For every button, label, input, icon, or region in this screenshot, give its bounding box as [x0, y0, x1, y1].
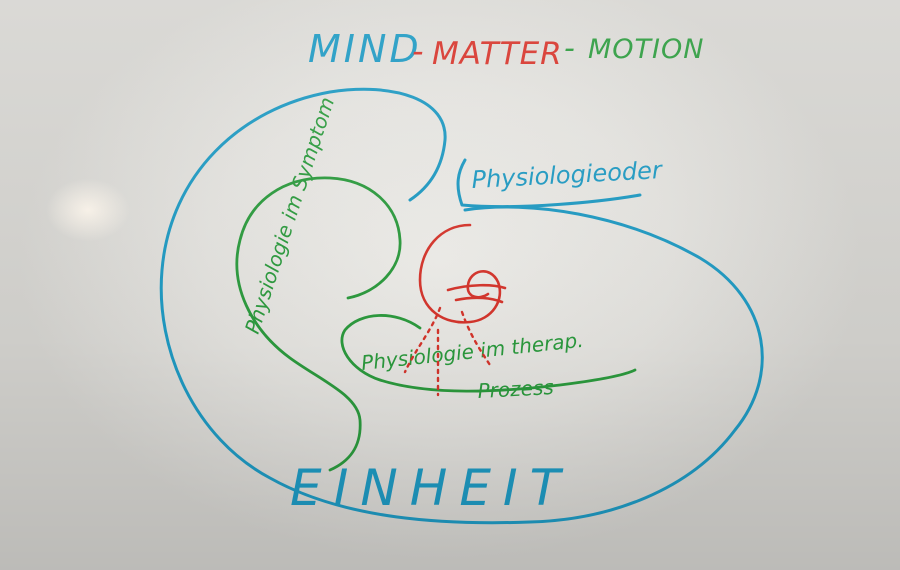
title-dash-1: - [412, 32, 424, 70]
red-dotted-3 [460, 310, 494, 370]
blue-outer-loop [159, 87, 764, 525]
green-process-line [340, 314, 637, 393]
title-mind: MIND [308, 27, 422, 71]
red-stroke-2 [454, 296, 504, 304]
label-physiologie-oder: Physiologieoder [471, 156, 665, 194]
red-spiral [418, 223, 502, 324]
green-inner-loop [235, 176, 402, 472]
title-matter: MATTER [432, 36, 563, 72]
label-physiologie-im-symptom: Physiologie im Symptom [240, 94, 339, 336]
red-dotted-1 [403, 306, 442, 374]
blue-tail-line [456, 158, 642, 209]
title-dash-2: - [564, 31, 575, 66]
red-stroke-1 [446, 283, 507, 292]
label-einheit: EINHEIT [290, 459, 572, 517]
label-prozess: Prozess [477, 375, 554, 403]
title-motion: MOTION [588, 34, 704, 65]
